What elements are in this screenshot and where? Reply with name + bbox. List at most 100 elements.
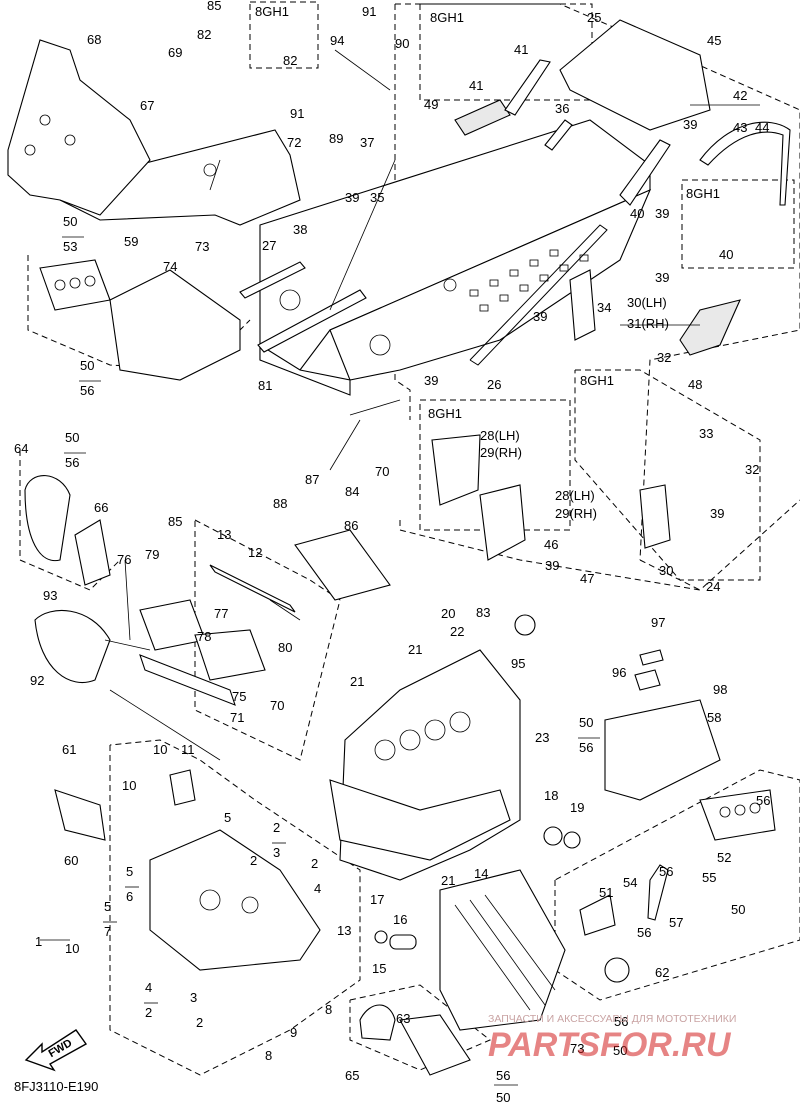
box-41-label: 8GH1 bbox=[430, 10, 464, 25]
callout-83: 83 bbox=[476, 605, 490, 620]
callout-19: 19 bbox=[570, 800, 584, 815]
callout-57: 57 bbox=[669, 915, 683, 930]
bracket-41 bbox=[504, 59, 551, 116]
rear-plate-25 bbox=[559, 19, 711, 131]
callout-60: 60 bbox=[64, 853, 78, 868]
callout-30: 30 bbox=[659, 563, 673, 578]
bracket-54 bbox=[579, 894, 616, 936]
leader-lines bbox=[40, 49, 760, 941]
callout-21c: 21 bbox=[441, 873, 455, 888]
callout-81: 81 bbox=[258, 378, 272, 393]
bracket-28-29-b bbox=[479, 484, 526, 561]
callout-49: 49 bbox=[424, 97, 438, 112]
callout-1: 1 bbox=[35, 934, 42, 949]
callout-5b: 5 bbox=[126, 864, 133, 879]
callout-63: 63 bbox=[396, 1011, 410, 1026]
callout-56g: 56 bbox=[614, 1014, 628, 1029]
callout-56d: 56 bbox=[756, 793, 770, 808]
callout-54: 54 bbox=[623, 875, 637, 890]
callout-28b: 28(LH) bbox=[555, 488, 595, 503]
rail-26 bbox=[469, 224, 608, 366]
callout-50f: 50 bbox=[613, 1043, 627, 1058]
callout-56a: 56 bbox=[80, 383, 94, 398]
callout-34: 34 bbox=[597, 300, 611, 315]
callout-56c: 56 bbox=[579, 740, 593, 755]
callout-65: 65 bbox=[345, 1068, 359, 1083]
bearing-18 bbox=[543, 826, 563, 846]
callout-8a: 8 bbox=[325, 1002, 332, 1017]
callout-50a: 50 bbox=[63, 214, 77, 229]
footrest-49 bbox=[454, 99, 511, 136]
callout-40a: 40 bbox=[630, 206, 644, 221]
callout-47: 47 bbox=[580, 571, 594, 586]
callout-32a: 32 bbox=[657, 350, 671, 365]
bracket-52 bbox=[699, 789, 776, 841]
plate-34 bbox=[569, 269, 596, 341]
tunnel-assembly bbox=[7, 19, 791, 396]
callout-32b: 32 bbox=[745, 462, 759, 477]
bracket-40 bbox=[619, 139, 671, 206]
bracket-36 bbox=[544, 119, 573, 151]
plate-11 bbox=[169, 769, 196, 806]
callout-16: 16 bbox=[393, 912, 407, 927]
callout-96: 96 bbox=[612, 665, 626, 680]
callout-31rh: 31(RH) bbox=[627, 316, 669, 331]
bracket-59 bbox=[109, 269, 241, 381]
callout-41a: 41 bbox=[514, 42, 528, 57]
callout-69: 69 bbox=[168, 45, 182, 60]
group-50-left-outline bbox=[27, 255, 251, 371]
callout-85a: 85 bbox=[207, 0, 221, 13]
grommet-95 bbox=[514, 614, 536, 636]
bracket-30 bbox=[639, 484, 671, 549]
callout-9: 9 bbox=[290, 1025, 297, 1040]
callout-13a: 13 bbox=[217, 527, 231, 542]
strap-55 bbox=[647, 864, 669, 921]
callout-45: 45 bbox=[707, 33, 721, 48]
callout-86: 86 bbox=[344, 518, 358, 533]
callout-43: 43 bbox=[733, 120, 747, 135]
callout-4b: 4 bbox=[145, 980, 152, 995]
callout-5a: 5 bbox=[224, 810, 231, 825]
callout-17: 17 bbox=[370, 892, 384, 907]
callout-12: 12 bbox=[248, 545, 262, 560]
callout-73b: 73 bbox=[570, 1041, 584, 1056]
fwd-arrow-icon: FWD bbox=[24, 1029, 88, 1072]
callout-28a: 28(LH) bbox=[480, 428, 520, 443]
callout-50g: 50 bbox=[496, 1090, 510, 1105]
callout-2c: 2 bbox=[311, 856, 318, 871]
callout-82a: 82 bbox=[197, 27, 211, 42]
callout-80: 80 bbox=[278, 640, 292, 655]
callout-94: 94 bbox=[330, 33, 344, 48]
bracket-78 bbox=[139, 599, 206, 651]
callout-13b: 13 bbox=[337, 923, 351, 938]
cap-62 bbox=[604, 957, 630, 983]
callout-6: 6 bbox=[126, 889, 133, 904]
callout-85b: 85 bbox=[168, 514, 182, 529]
callout-50b: 50 bbox=[80, 358, 94, 373]
bracket-28-29-a bbox=[431, 434, 481, 506]
callout-93: 93 bbox=[43, 588, 57, 603]
callout-39f: 39 bbox=[424, 373, 438, 388]
main-frame-floor bbox=[329, 779, 511, 861]
callout-39d: 39 bbox=[655, 270, 669, 285]
group-50-mid-outline bbox=[19, 450, 121, 591]
callout-56f: 56 bbox=[637, 925, 651, 940]
bracket-96 bbox=[634, 669, 661, 691]
callout-89: 89 bbox=[329, 131, 343, 146]
callout-21b: 21 bbox=[350, 674, 364, 689]
callout-68: 68 bbox=[87, 32, 101, 47]
callout-11: 11 bbox=[181, 742, 195, 757]
callout-42: 42 bbox=[733, 88, 747, 103]
callout-91a: 91 bbox=[362, 4, 376, 19]
callout-5c: 5 bbox=[104, 899, 111, 914]
callout-22: 22 bbox=[450, 624, 464, 639]
callout-48: 48 bbox=[688, 377, 702, 392]
bracket-58 bbox=[604, 699, 721, 801]
bar-12 bbox=[209, 564, 296, 613]
callout-24: 24 bbox=[706, 579, 720, 594]
callout-39h: 39 bbox=[545, 558, 559, 573]
callout-23: 23 bbox=[535, 730, 549, 745]
callout-18: 18 bbox=[544, 788, 558, 803]
callout-90: 90 bbox=[395, 36, 409, 51]
